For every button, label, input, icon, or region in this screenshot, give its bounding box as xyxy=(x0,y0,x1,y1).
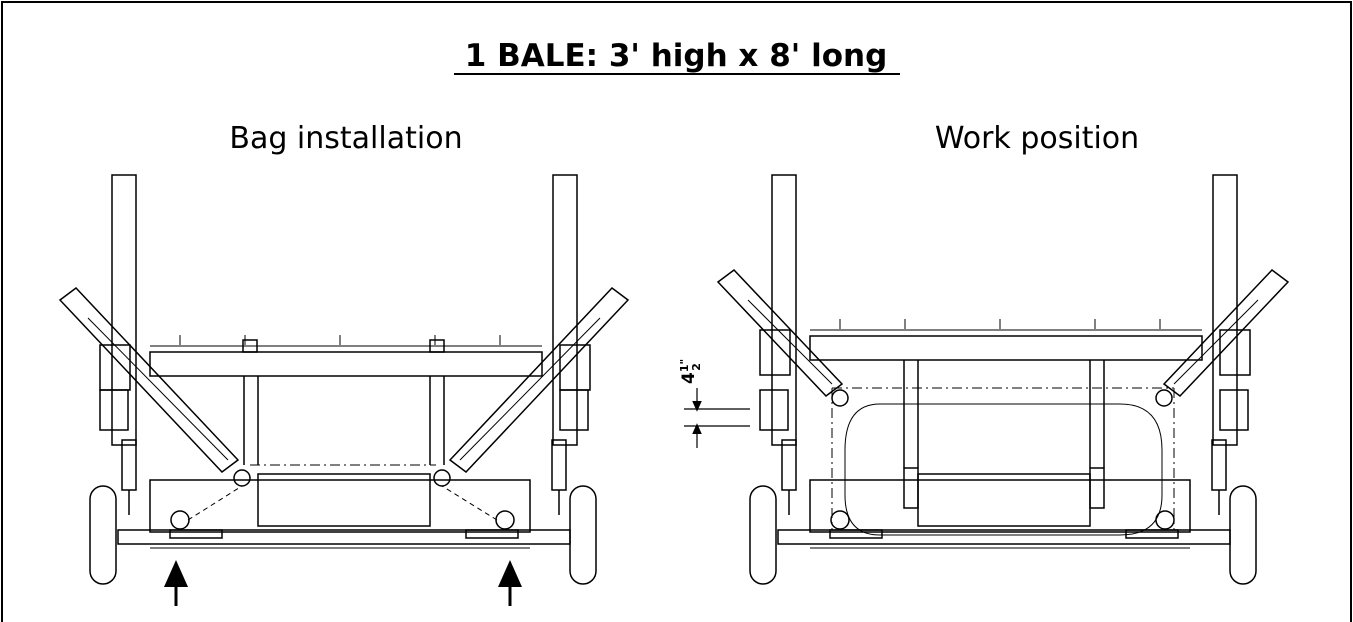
dimension-unit: " xyxy=(678,359,691,365)
dimension-label: 41"2 xyxy=(678,359,703,384)
bag-outline xyxy=(844,403,1163,536)
dimension-numerator: 1 xyxy=(678,365,691,373)
top-beam xyxy=(149,351,543,377)
drawing-title: 1 BALE: 3' high x 8' long xyxy=(465,38,888,74)
bag-installation-view xyxy=(58,174,630,585)
height-dimension xyxy=(684,388,750,448)
work-position-view xyxy=(716,174,1290,585)
top-beam-work xyxy=(809,335,1203,361)
right-post-work xyxy=(1212,174,1238,446)
left-arm xyxy=(58,286,240,474)
bale-roll-work xyxy=(917,473,1091,527)
left-wheel xyxy=(89,485,117,585)
right-arm xyxy=(448,286,630,474)
base-frame-work xyxy=(809,479,1191,533)
dimension-whole: 4 xyxy=(679,372,699,384)
left-view-caption: Bag installation xyxy=(229,121,462,156)
svg-text:41"2: 41"2 xyxy=(678,359,703,384)
left-post-work xyxy=(771,174,797,446)
left-post xyxy=(111,174,137,446)
right-arm-work xyxy=(1162,268,1290,398)
right-wheel xyxy=(569,485,597,585)
right-post xyxy=(552,174,578,446)
left-arm-work xyxy=(716,268,844,398)
base-frame xyxy=(149,479,531,533)
dimension-denominator: 2 xyxy=(690,363,703,371)
right-view-caption: Work position xyxy=(935,121,1139,156)
bale-roll xyxy=(257,473,431,527)
right-wheel-work xyxy=(1229,485,1257,585)
left-wheel-work xyxy=(749,485,777,585)
